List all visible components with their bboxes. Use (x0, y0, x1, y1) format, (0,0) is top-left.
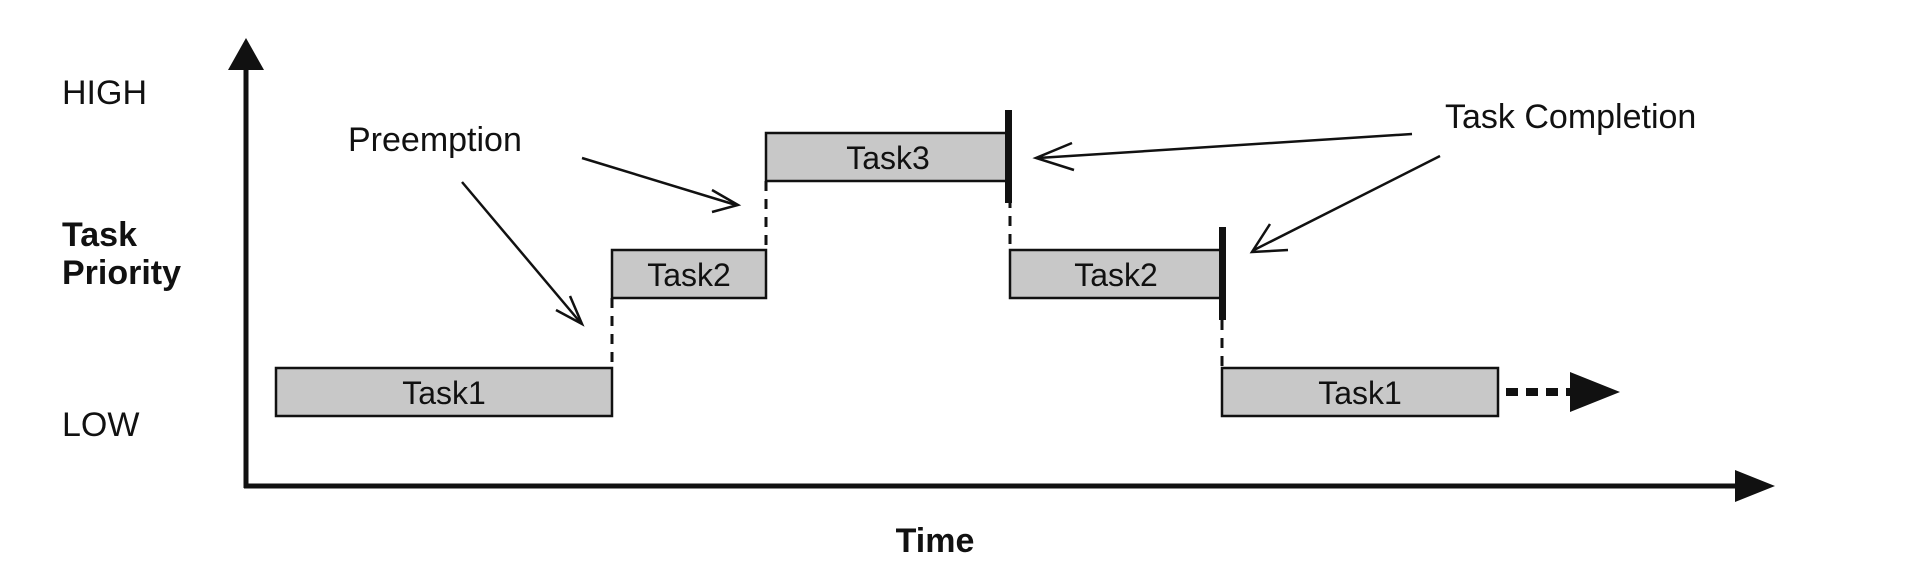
completion-bar-task2 (1219, 227, 1226, 320)
y-axis-label-line1: Task (62, 216, 137, 254)
low-label: LOW (62, 406, 139, 444)
completion-arrow-1 (1032, 132, 1413, 172)
preemption-arrow-2 (581, 156, 742, 214)
y-axis-arrowhead (228, 38, 264, 70)
task-completion-label: Task Completion (1445, 98, 1696, 136)
preemption-label: Preemption (348, 121, 522, 159)
continuation-arrowhead (1570, 372, 1620, 412)
task-label: Task1 (402, 375, 486, 411)
task-block-t1a: Task1 (274, 366, 614, 418)
task-block-t2b: Task2 (1008, 248, 1224, 300)
task-block-t3: Task3 (764, 131, 1012, 183)
completion-bar-task3 (1005, 110, 1012, 203)
task-label: Task2 (1074, 257, 1158, 293)
preemption-arrow-1 (461, 181, 585, 327)
x-axis-label: Time (896, 522, 975, 560)
task-block-t2a: Task2 (610, 248, 768, 300)
task-block-t1b: Task1 (1220, 366, 1500, 418)
high-label: HIGH (62, 74, 147, 112)
completion-arrow-2 (1249, 154, 1441, 254)
y-axis-label-line2: Priority (62, 254, 181, 292)
task-label: Task2 (647, 257, 731, 293)
task-label: Task3 (846, 140, 930, 176)
task-label: Task1 (1318, 375, 1402, 411)
x-axis-arrowhead (1735, 470, 1775, 502)
